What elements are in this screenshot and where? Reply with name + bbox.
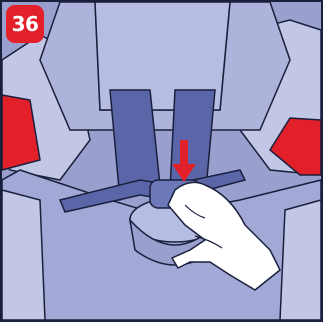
- arrow-down-icon: [172, 140, 196, 182]
- hand-icon: [167, 181, 281, 291]
- step-number-badge: 36: [6, 5, 44, 43]
- step-number: 36: [11, 12, 39, 36]
